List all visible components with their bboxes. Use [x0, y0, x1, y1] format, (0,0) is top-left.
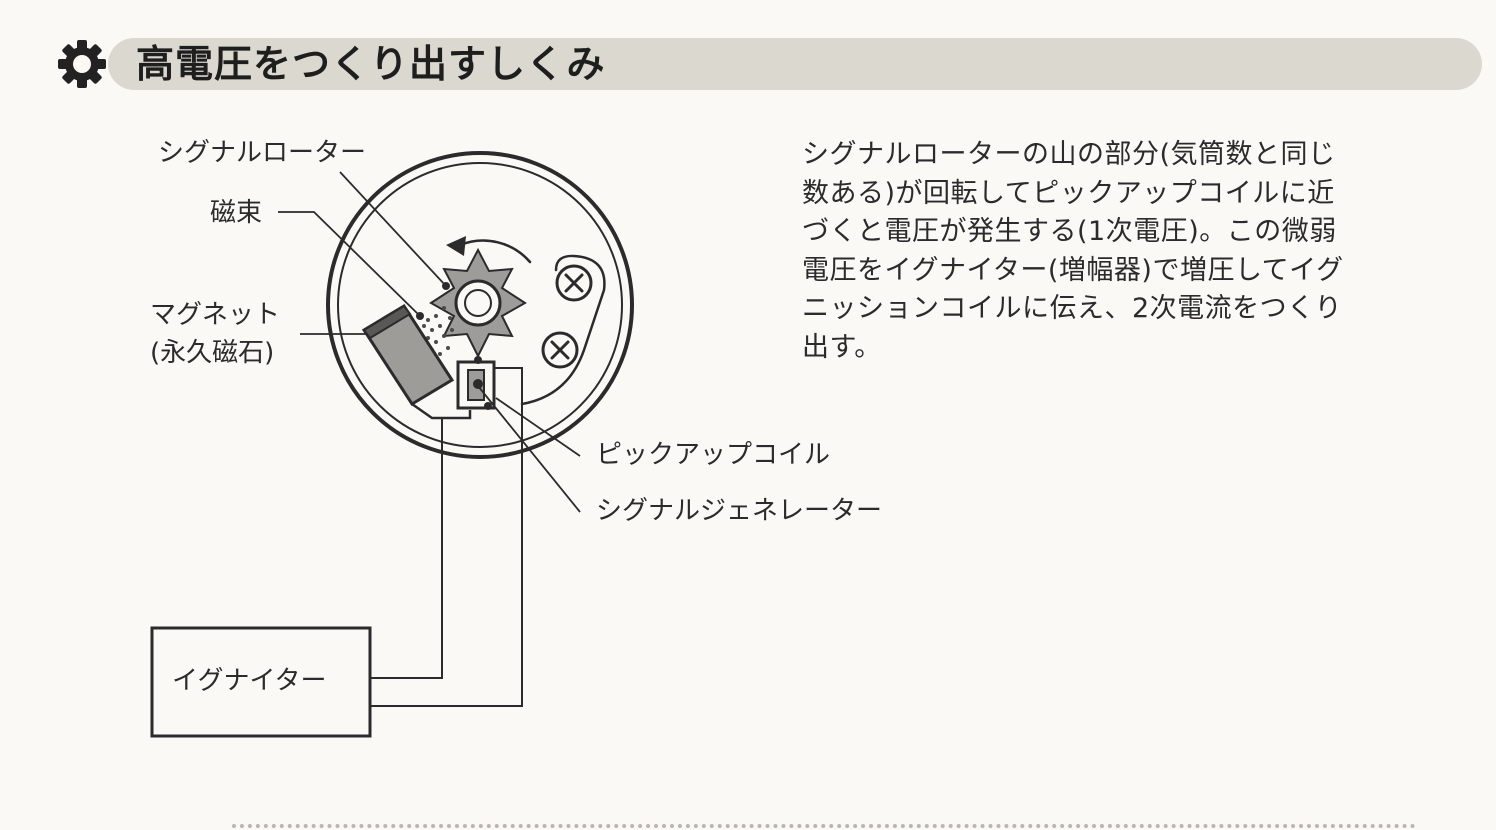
page-title: 高電圧をつくり出すしくみ [136, 42, 606, 86]
label-magnetic-flux: 磁束 [210, 198, 263, 228]
label-pickup-coil: ピックアップコイル [596, 440, 831, 470]
label-permanent-magnet: (永久磁石) [150, 338, 275, 368]
leader-line-signal-rotor [339, 171, 447, 287]
wire-1 [370, 418, 443, 679]
label-signal-generator: シグナルジェネレーター [596, 496, 883, 526]
magnet-bracket [411, 402, 472, 420]
header-band [108, 38, 1482, 90]
leader-line-pickup-coil [495, 397, 581, 457]
leader-line-signal-generator [477, 385, 581, 513]
label-magnet: マグネット [150, 300, 281, 330]
rotation-arrow [458, 239, 532, 264]
rotation-arrowhead [446, 236, 466, 256]
base-plate-arm [520, 254, 606, 406]
distributor-housing [326, 151, 634, 459]
screw-icon-upper [555, 264, 593, 302]
label-igniter: イグナイター [172, 666, 327, 696]
description-line: シグナルローターの山の部分(気筒数と同じ [802, 139, 1336, 170]
dotted-divider [232, 824, 1416, 828]
description-line: 数ある)が回転してピックアップコイルに近 [802, 177, 1335, 209]
label-signal-rotor: シグナルローター [158, 138, 367, 168]
leader-line-magnetic-flux [278, 211, 421, 317]
description-paragraph: シグナルローターの山の部分(気筒数と同じ 数ある)が回転してピックアップコイルに… [802, 136, 1402, 367]
description-line: ニッションコイルに伝え、2次電流をつくり [802, 293, 1343, 324]
description-line: 電圧をイグナイター(増幅器)で増圧してイグ [802, 254, 1344, 286]
screw-icon-lower [541, 331, 579, 369]
wire-2 [370, 367, 523, 707]
description-line: 出す。 [802, 331, 882, 363]
magnet-block [361, 303, 455, 407]
igniter-box [150, 626, 372, 738]
gear-icon [58, 40, 106, 88]
description-line: づくと電圧が発生する(1次電圧)。この微弱 [802, 216, 1337, 247]
distributor-inner-ring [337, 162, 623, 448]
pickup-coil [456, 356, 496, 410]
